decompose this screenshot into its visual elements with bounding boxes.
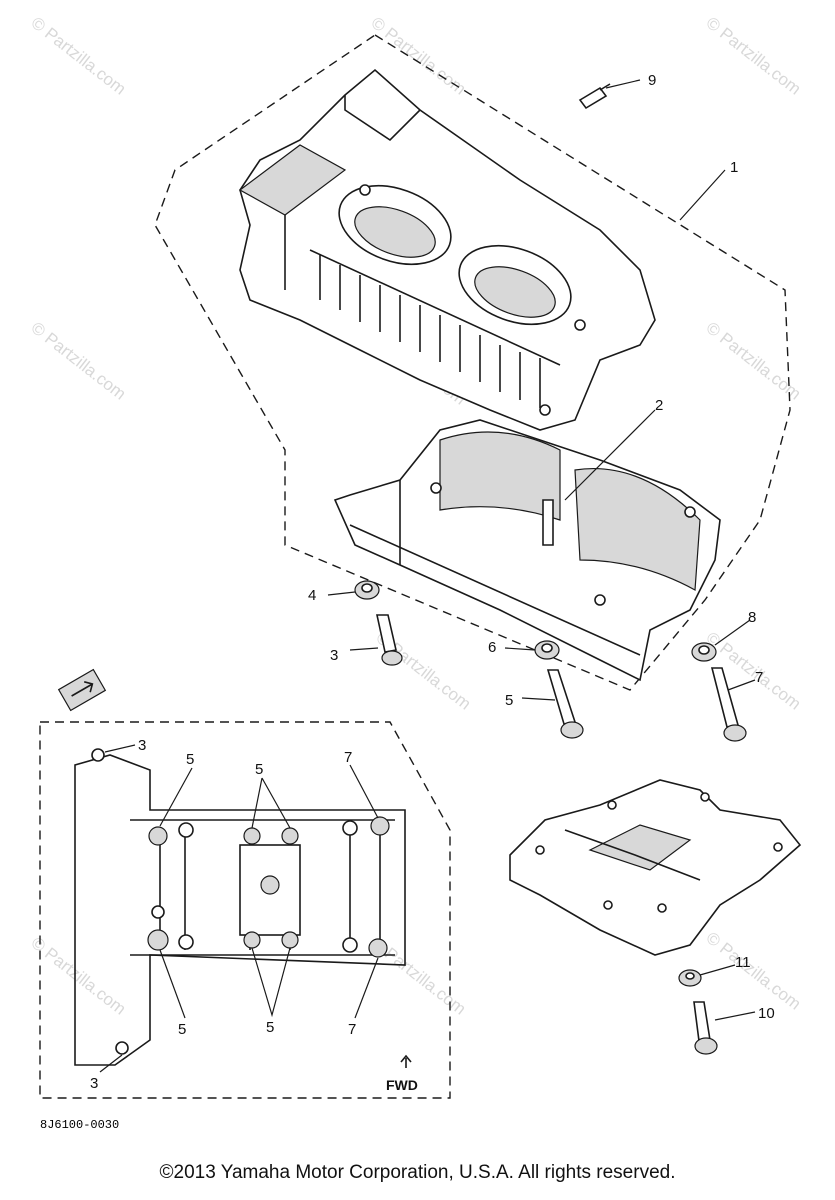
callout-11: 11: [735, 954, 751, 971]
part-11-washer: [678, 969, 702, 987]
crankcase-diagram-svg: © Partzilla.com © Partzilla.com © Partzi…: [28, 13, 805, 1132]
inset-callout-5-bottom-left: 5: [178, 1021, 186, 1038]
copyright-notice: ©2013 Yamaha Motor Corporation, U.S.A. A…: [159, 1162, 676, 1183]
callout-1: 1: [730, 159, 738, 176]
callout-8: 8: [748, 609, 756, 626]
inset-callout-3-top: 3: [138, 737, 146, 754]
callout-6: 6: [488, 639, 496, 656]
watermark-text: © Partzilla.com: [703, 928, 805, 1014]
upper-crankcase: [238, 68, 656, 431]
inset-outline: [39, 721, 451, 1099]
callout-4: 4: [308, 587, 316, 604]
assembly-outline: [154, 34, 791, 691]
lower-crankcase: [333, 419, 721, 682]
fwd-label: FWD: [386, 1077, 418, 1093]
inset-callout-5-bottom-center: 5: [266, 1019, 274, 1036]
fwd-indicator: FWD: [386, 1054, 418, 1093]
inset-callout-7-top: 7: [344, 749, 352, 766]
part-8-nut: [691, 642, 717, 662]
callout-labels: 1 2 3 4 5 6 7 8 9 10 11: [308, 72, 775, 1022]
watermark-text: © Partzilla.com: [28, 13, 130, 99]
watermark-text: © Partzilla.com: [28, 318, 130, 404]
part-5-bolt: [546, 669, 584, 739]
part-10-bolt: [693, 1001, 718, 1055]
part-9-sensor: [578, 79, 641, 110]
bracket-plate: [509, 779, 802, 956]
part-6-nut: [534, 640, 560, 660]
watermark-text: © Partzilla.com: [703, 318, 805, 404]
callout-5: 5: [505, 692, 513, 709]
inset-bottom-view: 3 5 5 7 5 5 7 3 FWD: [74, 737, 418, 1093]
watermark-text: © Partzilla.com: [703, 13, 805, 99]
diagram-code: 8J6100-0030: [40, 1118, 119, 1132]
fwd-arrow-marker: [57, 668, 107, 712]
inset-callout-5-left: 5: [186, 751, 194, 768]
inset-leaders: [99, 744, 379, 1073]
inset-callout-7-bottom: 7: [348, 1021, 356, 1038]
inset-bolt-holes: [91, 748, 390, 1055]
watermark-text: © Partzilla.com: [28, 933, 130, 1019]
callout-7: 7: [755, 669, 763, 686]
leader-lines: [327, 169, 756, 1021]
inset-callout-5-center: 5: [255, 761, 263, 778]
inset-callout-3-bottom: 3: [90, 1075, 98, 1092]
part-4-nut: [354, 580, 380, 600]
callout-10: 10: [758, 1005, 775, 1022]
part-3-bolt: [376, 614, 403, 666]
callout-3: 3: [330, 647, 338, 664]
callout-2: 2: [655, 397, 663, 414]
callout-9: 9: [648, 72, 656, 89]
part-7-bolt: [710, 667, 747, 742]
